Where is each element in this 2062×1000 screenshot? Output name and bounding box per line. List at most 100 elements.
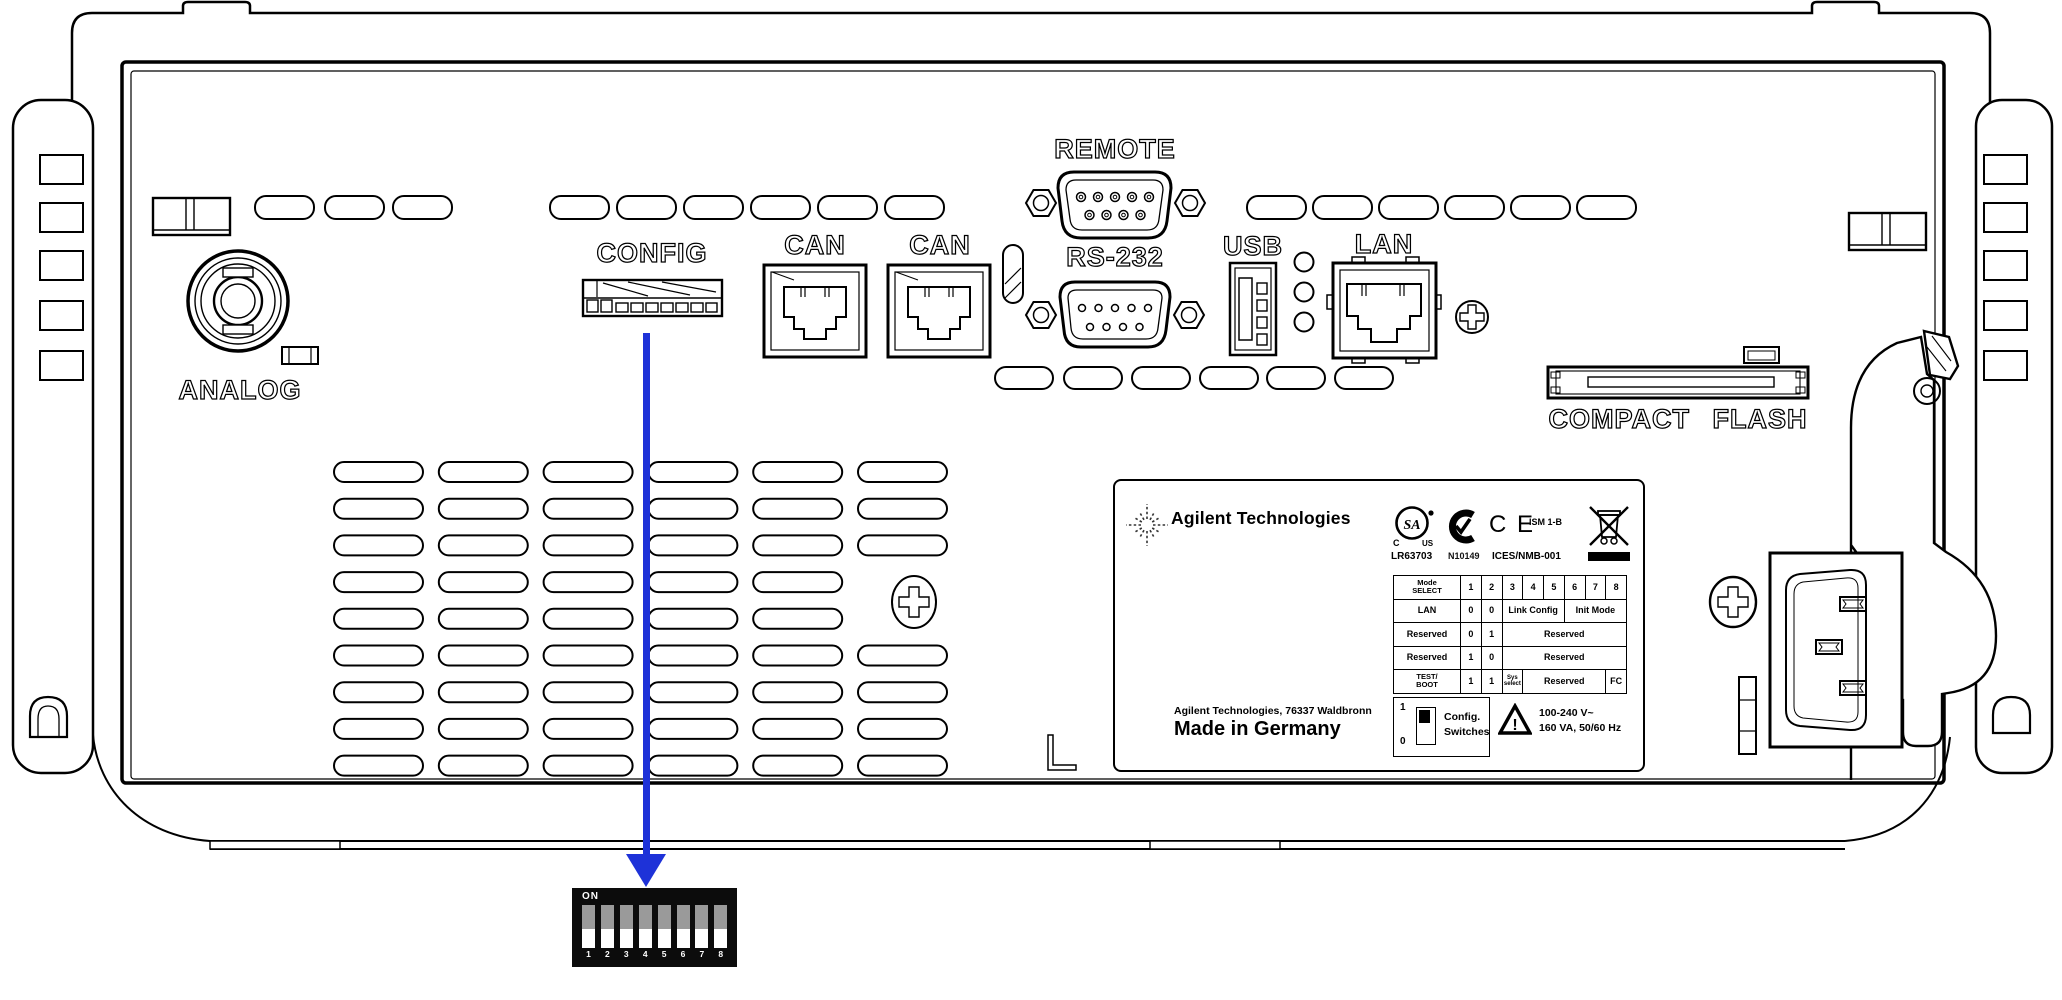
can-left-label: CAN xyxy=(784,229,846,260)
vent-slot xyxy=(647,497,739,520)
vent-slot xyxy=(542,534,634,557)
table-row-reserved-1: Reserved 0 1 Reserved xyxy=(1393,622,1627,647)
vent-slot xyxy=(542,571,634,594)
vent-slot xyxy=(437,461,529,483)
screw-vent-area xyxy=(891,575,937,629)
can-connector-right xyxy=(886,263,992,359)
chassis-top-cover xyxy=(70,0,1992,105)
vent-slot xyxy=(857,644,948,667)
vent-slot xyxy=(542,644,634,667)
vent-slot xyxy=(752,754,844,777)
vent-slot xyxy=(647,571,739,594)
vent-slot xyxy=(333,644,424,667)
spark-ray xyxy=(1134,517,1143,523)
vent-slot xyxy=(333,681,424,704)
vent-slot xyxy=(647,644,739,667)
vent-slot xyxy=(752,497,844,520)
vent-slot xyxy=(437,571,529,594)
dip-switch-number: 4 xyxy=(642,949,648,959)
vent-slot xyxy=(333,754,424,777)
capsule-marker xyxy=(1002,244,1024,304)
compact-flash-label: COMPACT FLASH xyxy=(1548,403,1808,434)
left-latch xyxy=(151,196,232,237)
left-handle-arch xyxy=(28,695,69,739)
vent-slot xyxy=(647,607,739,630)
rs232-connector xyxy=(1024,280,1206,349)
vent-slot xyxy=(817,195,878,220)
vent-slot xyxy=(857,461,948,483)
dip-switch-number: 8 xyxy=(718,949,724,959)
dip-switch-1 xyxy=(582,905,595,948)
spark-ray xyxy=(1139,529,1145,538)
table-row-reserved-2: Reserved 1 0 Reserved xyxy=(1393,645,1627,670)
vent-slot xyxy=(752,717,844,740)
vent-slot xyxy=(884,195,945,220)
vent-slot xyxy=(437,754,529,777)
vent-slot xyxy=(437,717,529,740)
vent-slot xyxy=(1378,195,1439,220)
usb-label: USB xyxy=(1222,230,1284,261)
vent-slot xyxy=(542,681,634,704)
dip-switch-number: 6 xyxy=(680,949,686,959)
agilent-spark-logo xyxy=(1126,504,1168,546)
dip-switch-5 xyxy=(657,905,671,948)
config-switch-legend: 1 0 Config. Switches xyxy=(1393,697,1490,757)
dip-switch-number: 7 xyxy=(699,949,705,959)
vent-slot xyxy=(1312,195,1373,220)
dip-switch-8 xyxy=(714,905,728,948)
vent-slot xyxy=(994,366,1054,390)
analog-label: ANALOG xyxy=(178,374,302,405)
vent-slot xyxy=(857,754,948,777)
lan-port xyxy=(1326,256,1442,364)
vent-slot xyxy=(752,461,844,483)
vent-slot xyxy=(1266,366,1326,390)
vent-slot xyxy=(437,644,529,667)
weee-bin-icon xyxy=(1589,506,1629,546)
vent-slots xyxy=(254,195,1637,777)
dip-switch-4 xyxy=(638,905,652,948)
config-label: CONFIG xyxy=(596,237,708,268)
vent-slot xyxy=(437,534,529,557)
svg-text:US: US xyxy=(1422,539,1434,548)
dip-switch-7 xyxy=(695,905,709,948)
dip-switch-number: 3 xyxy=(623,949,629,959)
vent-slot xyxy=(616,195,677,220)
table-row-lan: LAN 0 0 Link Config Init Mode xyxy=(1393,598,1628,623)
spark-ray xyxy=(1151,527,1160,533)
vent-slot xyxy=(1063,366,1123,390)
dip-switch-number: 2 xyxy=(605,949,610,959)
vent-slot xyxy=(333,607,424,630)
can-right-label: CAN xyxy=(909,229,971,260)
vent-slot xyxy=(752,644,844,667)
vent-slot xyxy=(752,534,844,557)
vent-slot xyxy=(857,717,948,740)
vent-slot xyxy=(542,717,634,740)
vent-slot xyxy=(1199,366,1259,390)
power-rating: 100-240 V~ 160 VA, 50/60 Hz xyxy=(1539,707,1622,734)
svg-text:C: C xyxy=(1393,538,1400,548)
chassis-bottom xyxy=(92,734,1951,850)
can-connector-left xyxy=(762,263,868,359)
vent-slot xyxy=(542,461,634,483)
analog-connector xyxy=(186,249,319,365)
vent-slot xyxy=(392,195,453,220)
bracket-left xyxy=(1047,734,1077,771)
vent-slot xyxy=(647,461,739,483)
vent-slot xyxy=(333,497,424,520)
vent-slot xyxy=(333,717,424,740)
vent-slot xyxy=(1576,195,1637,220)
vent-slot xyxy=(437,497,529,520)
right-side-panel xyxy=(1974,98,2054,775)
vent-slot xyxy=(437,607,529,630)
brand-name: Agilent Technologies xyxy=(1171,508,1351,528)
left-side-panel xyxy=(11,98,95,775)
vent-slot xyxy=(333,534,424,557)
vent-slot xyxy=(254,195,315,220)
rs232-label: RS-232 xyxy=(1066,241,1164,272)
switch-pictogram xyxy=(1416,707,1436,745)
vent-slot xyxy=(549,195,610,220)
power-inlet xyxy=(1768,551,1904,749)
